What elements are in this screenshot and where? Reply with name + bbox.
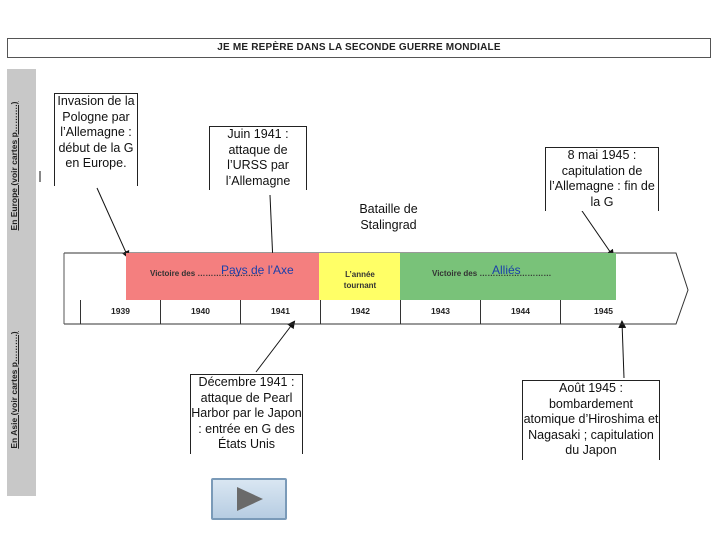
year-1940: 1940 [160,300,240,324]
arrow-august-1945 [618,320,627,379]
arrow-invasion-poland [96,187,130,259]
event-may-1945: 8 mai 1945 : capitulation de l’Allemagne… [545,147,659,211]
allies-answer: Alliés [492,263,521,277]
allies-victory-label: Victoire des ……………………… [432,269,552,278]
page-title: JE ME REPÈRE DANS LA SECONDE GUERRE MOND… [7,38,711,58]
event-stalingrad: Bataille de Stalingrad [346,202,431,236]
period-allies-victory: Victoire des ……………………… Alliés [400,253,616,300]
year-1941: 1941 [240,300,320,324]
arrow-may-1945 [579,207,615,258]
event-august-1945: Août 1945 : bombardement atomique d’Hiro… [522,380,660,460]
year-scale: 1939 1940 1941 1942 1943 1944 1945 [80,300,646,324]
event-invasion-poland: Invasion de la Pologne par l’Allemagne :… [54,93,138,186]
arrow-june-1941 [268,194,277,265]
event-june-1941: Juin 1941 : attaque de l’URSS par l’Alle… [209,126,307,190]
year-1944: 1944 [480,300,560,324]
next-slide-button[interactable] [211,478,287,520]
turning-label: L’année tournant [343,270,377,290]
axis-answer: Pays de l’Axe [221,263,294,277]
year-1945: 1945 [560,300,646,324]
side-bar [7,69,36,496]
event-december-1941: Décembre 1941 : attaque de Pearl Harbor … [190,374,303,454]
year-1942: 1942 [320,300,400,324]
play-triangle-icon [237,487,263,511]
period-axis-victory: Victoire des …………………… Pays de l’Axe [126,253,319,300]
year-1943: 1943 [400,300,480,324]
arrow-december-1941 [255,320,296,373]
axis-victory-label: Victoire des …………………… [150,269,262,278]
period-turning-year: L’année tournant [319,253,400,300]
year-1939: 1939 [80,300,160,324]
